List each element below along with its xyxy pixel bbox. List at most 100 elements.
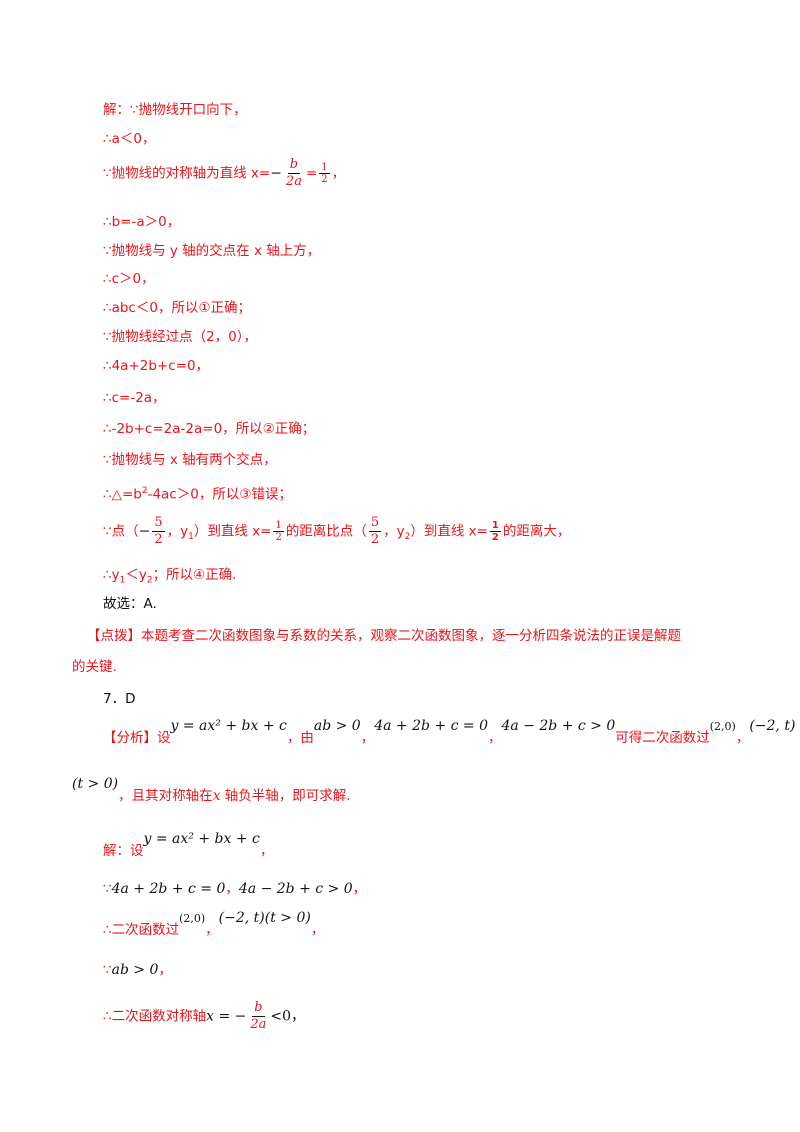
solution2-line-2: ∵4a + 2b + c = 0，4a − 2b + c > 0， [103, 880, 366, 898]
point-minus2-t: (−2, t) [749, 718, 796, 734]
text: ， [225, 881, 239, 897]
numerator: 1 [489, 520, 501, 532]
condition-t-positive: (t > 0) [264, 910, 311, 926]
less-than-zero: <0， [270, 1008, 306, 1025]
analysis-line-2: (t > 0)，且其对称轴在x 轴负半轴，即可求解. [72, 776, 351, 805]
text: 可得二次函数过 [615, 730, 710, 746]
denominator: 2 [321, 174, 328, 185]
tip-paragraph-line-1: 【点拨】本题考查二次函数图象与系数的关系，观察二次函数图象，逐一分析四条说法的正… [87, 628, 681, 644]
text: ∵抛物线的对称轴为直线 x= [103, 165, 271, 182]
denominator: 2a [285, 174, 302, 189]
equation-at-2: 4a + 2b + c = 0 [111, 881, 226, 897]
solution-line-13: ∴△=b2-4ac＞0，所以③错误； [103, 482, 292, 504]
numerator: b [287, 157, 301, 174]
text: ∴二次函数对称轴 [103, 1008, 207, 1025]
numerator: 1 [273, 520, 284, 532]
solution-line-4: ∴b=-a＞0， [103, 214, 181, 230]
point-2-0: (2,0) [179, 912, 206, 925]
minus-sign: − [270, 165, 282, 182]
text: ，y [383, 523, 405, 540]
solution-line-2: ∴a＜0， [103, 131, 156, 147]
solution-line-15: ∴y1＜y2；所以④正确. [103, 566, 236, 590]
denominator: 2 [370, 532, 380, 547]
equation-quadratic: y = ax² + bx + c [143, 831, 260, 847]
equation-at-minus-2: 4a − 2b + c > 0 [238, 881, 353, 897]
text: ∴二次函数过 [103, 922, 180, 938]
point-2-0: (2,0) [709, 720, 736, 733]
text: ， [487, 730, 502, 746]
variable-x: x [212, 788, 221, 804]
text: 轴负半轴，即可求解. [220, 788, 351, 804]
subscript: 1 [188, 532, 194, 543]
denominator: 2 [154, 532, 163, 547]
text: ，且其对称轴在 [118, 788, 213, 804]
superscript: 2 [141, 486, 148, 496]
equation-ab-positive: ab > 0 [313, 718, 361, 734]
text: ， [735, 730, 750, 746]
numerator: 5 [368, 515, 382, 532]
text: ，由 [286, 730, 314, 746]
text: ∵ [103, 962, 112, 978]
text: ，y [166, 523, 189, 540]
tip-paragraph-line-2: 的关键. [72, 659, 117, 675]
text: ， [259, 843, 274, 859]
equation-at-minus-2: 4a − 2b + c > 0 [501, 718, 616, 734]
text: ∴△=b [103, 486, 142, 503]
text: 【分析】设 [103, 730, 171, 746]
solution2-line-3: ∴二次函数过(2,0)，(−2, t)(t > 0)， [103, 910, 325, 940]
subscript: 2 [146, 575, 153, 586]
text: ∵ [103, 881, 112, 897]
solution-line-5: ∵抛物线与 y 轴的交点在 x 轴上方， [103, 243, 321, 259]
minus-sign: − [138, 523, 151, 540]
denominator: 2 [491, 532, 499, 543]
text: ∵点（ [103, 523, 139, 540]
solution-line-7: ∴abc＜0，所以①正确； [103, 300, 252, 316]
solution2-line-4: ∵ab > 0， [103, 961, 172, 979]
text: ， [360, 730, 375, 746]
solution-line-8: ∵抛物线经过点（2，0）， [103, 329, 258, 345]
solution-line-6: ∴c＞0， [103, 271, 155, 287]
equals: = [305, 165, 318, 182]
solution2-line-1: 解：设y = ax² + bx + c， [103, 831, 274, 860]
point-minus2-t: (−2, t) [218, 910, 265, 926]
denominator: 2a [250, 1017, 267, 1032]
text: 的距离比点（ [285, 523, 367, 540]
numerator: 1 [319, 162, 330, 174]
numerator: 5 [152, 515, 165, 532]
condition-t-positive: (t > 0) [72, 776, 119, 792]
text: 解：设 [103, 843, 144, 859]
text: ∴y [103, 567, 120, 583]
subscript: 1 [119, 575, 126, 586]
text: ＜y [125, 567, 147, 583]
text: ；所以④正确. [152, 567, 237, 583]
subscript: 2 [404, 532, 411, 543]
equation-at-2: 4a + 2b + c = 0 [374, 718, 488, 734]
text: ， [205, 922, 219, 938]
denominator: 2 [275, 532, 282, 543]
text: ， [310, 922, 325, 938]
text: ）到直线 x= [193, 523, 272, 540]
analysis-line-1: 【分析】设y = ax² + bx + c，由ab > 0，4a + 2b + … [103, 718, 795, 748]
text: ）到直线 x= [410, 523, 488, 540]
text: ， [331, 165, 346, 182]
solution-line-11: ∴-2b+c=2a-2a=0，所以②正确； [103, 421, 316, 437]
question-number: 7．D [103, 691, 136, 707]
answer-choice: 故选：A. [103, 596, 157, 612]
solution-line-1: 解：∵抛物线开口向下， [103, 102, 247, 118]
solution-line-9: ∴4a+2b+c=0， [103, 358, 210, 374]
numerator: b [252, 1000, 265, 1017]
axis-x-equals: x = − [206, 1008, 247, 1025]
equation-quadratic: y = ax² + bx + c [170, 718, 287, 734]
equation-ab-positive: ab > 0 [111, 962, 159, 978]
